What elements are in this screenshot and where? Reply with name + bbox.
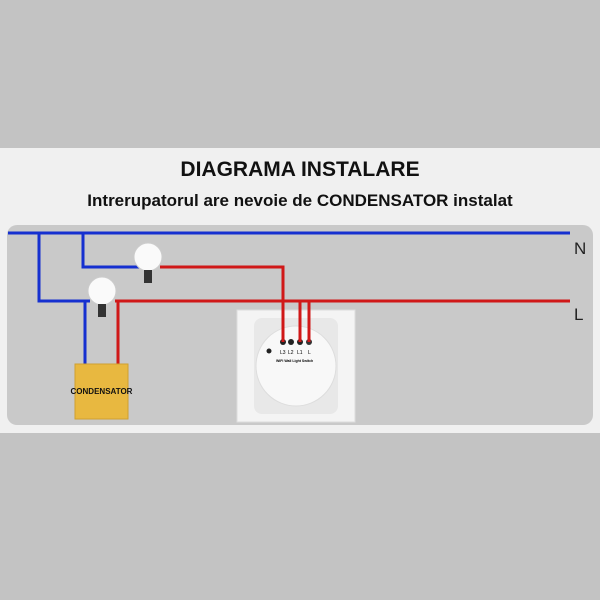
terminal-label-l2: L2 (288, 350, 294, 356)
page-title: DIAGRAMA INSTALARE (180, 158, 420, 181)
line-label: L (574, 305, 583, 324)
terminal-label-l1: L1 (297, 350, 303, 356)
live-wires (115, 265, 570, 365)
terminal-label-l: L (308, 350, 311, 356)
switch-button (266, 348, 272, 354)
bulb-icon (133, 242, 163, 283)
capacitor: CONDENSATOR (71, 363, 133, 420)
capacitor-label: CONDENSATOR (71, 387, 133, 396)
wifi-switch: L3 L2 L1 L WiFi Wall Light Switch (236, 309, 356, 423)
terminal-l2 (288, 339, 294, 345)
neutral-wires (8, 231, 570, 365)
switch-caption: WiFi Wall Light Switch (276, 359, 313, 363)
page-subtitle: Intrerupatorul are nevoie de CONDENSATOR… (87, 191, 513, 210)
neutral-label: N (574, 239, 586, 258)
switch-module (255, 325, 337, 407)
terminal-label-l3: L3 (280, 350, 286, 356)
bulb-icon (87, 276, 117, 317)
